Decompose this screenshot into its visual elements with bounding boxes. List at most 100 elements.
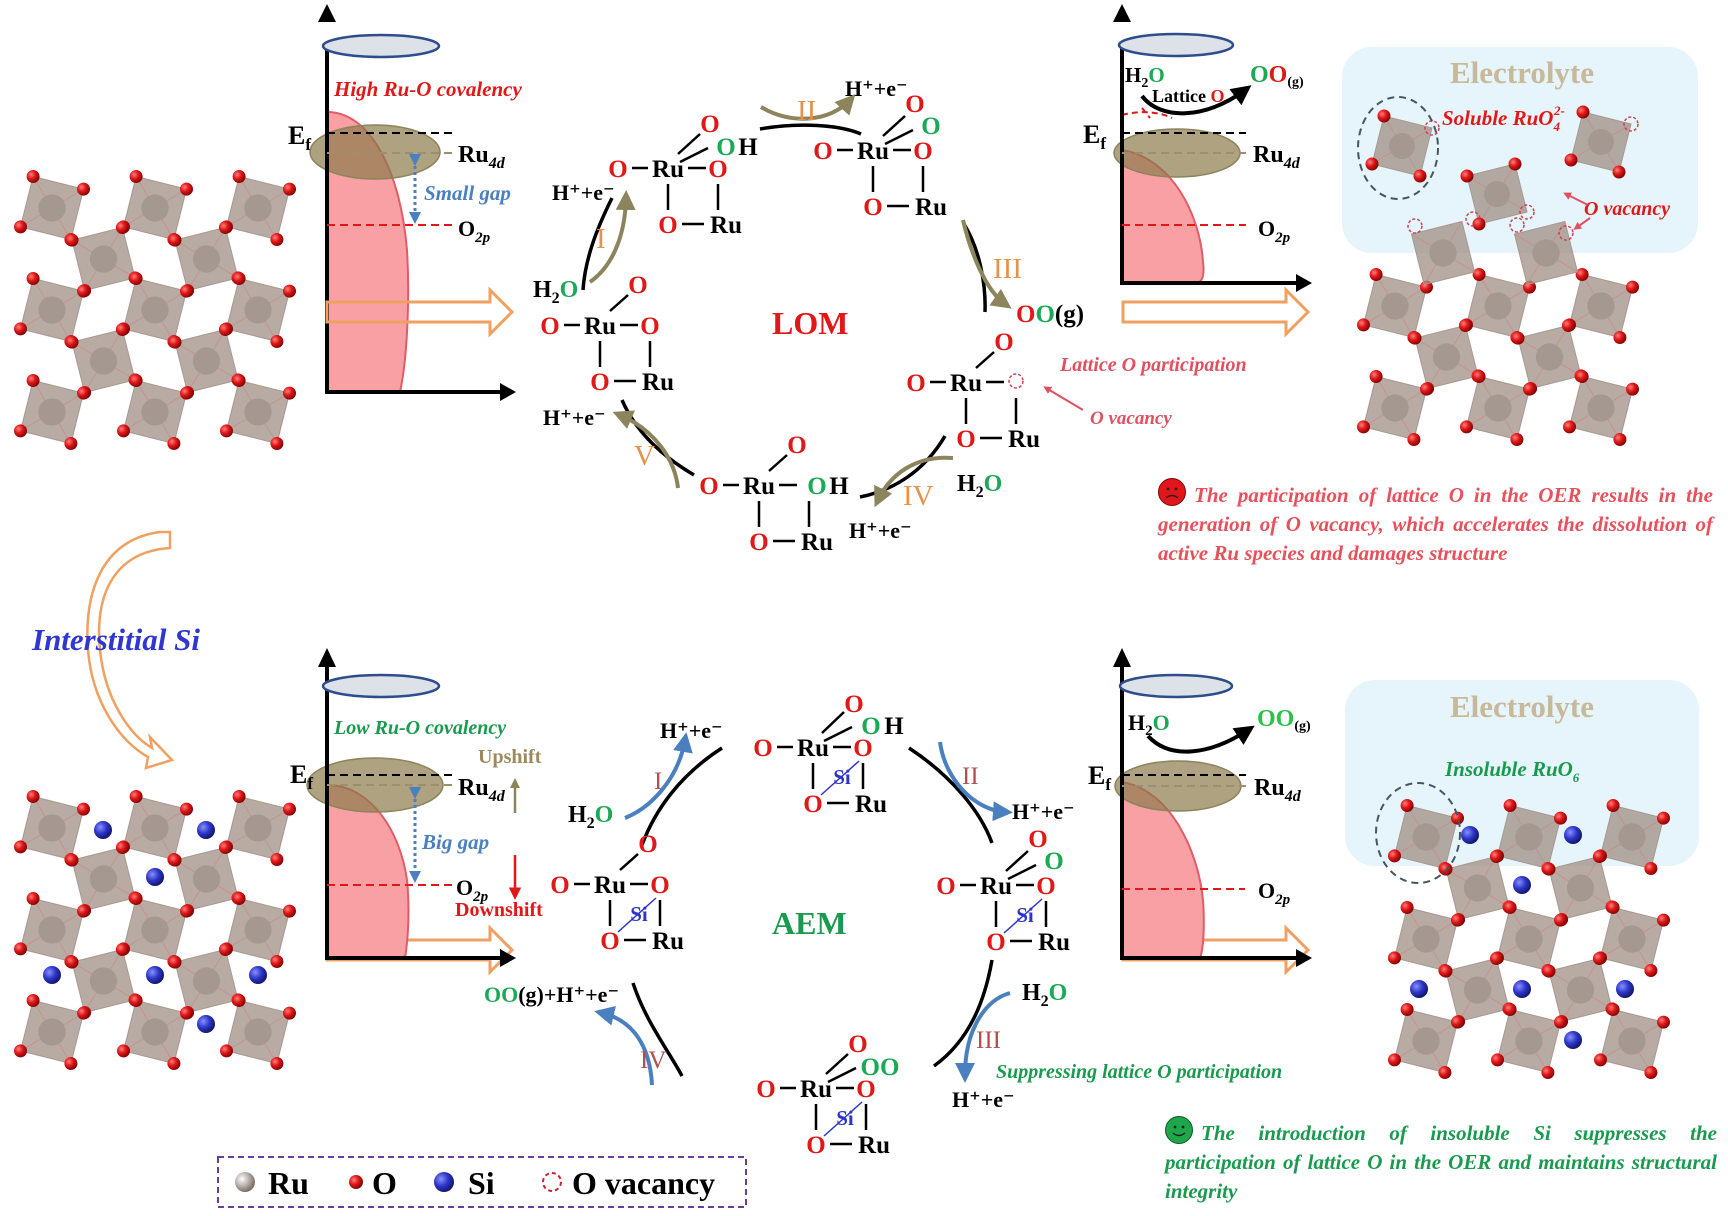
si-atom [1513, 980, 1531, 998]
o-atom [65, 955, 79, 969]
o-atom-label: O [650, 872, 669, 899]
bond [882, 115, 906, 137]
o-atom [1561, 319, 1575, 332]
vacancy-pointer-1 [1563, 192, 1589, 206]
o-atom [115, 221, 129, 234]
o-atom [270, 335, 284, 348]
o-atom [1626, 280, 1639, 294]
aem-cycle-arcs [631, 746, 994, 1077]
ru-atom-label: Ru [652, 156, 684, 183]
aem-step-4: IV [640, 1047, 666, 1074]
o-atom [14, 322, 27, 336]
vacancy-pointer-2 [1573, 217, 1591, 230]
o-atom-label: O [787, 432, 806, 459]
o-atom [283, 284, 296, 298]
bond [679, 146, 709, 164]
si-atom [1461, 826, 1479, 844]
high-covalency-label: High Ru-O covalency [333, 77, 522, 101]
aem-step-arrows [594, 732, 1013, 1086]
o-atom [1613, 433, 1627, 446]
o-atom [1511, 331, 1525, 345]
o-atom [1420, 382, 1433, 396]
o-atom [218, 221, 232, 234]
aem-step-1: I [654, 768, 662, 795]
lom-step-1: I [596, 223, 606, 255]
bond [827, 1066, 857, 1084]
o-atom [1472, 217, 1486, 231]
o-atom [1554, 1015, 1567, 1029]
atom-label: O [861, 713, 880, 740]
si-atom [249, 966, 267, 984]
lom-step-5: V [634, 440, 655, 472]
o-vacancy [1008, 373, 1024, 389]
legend-si-label: Si [468, 1165, 495, 1201]
o-atom-label: O [813, 138, 832, 165]
o-atom [1438, 1066, 1452, 1079]
bond [619, 853, 639, 871]
o-atom-label: O [921, 113, 940, 140]
ru-atom-label: Ru [652, 928, 684, 955]
o-atom [1489, 952, 1503, 965]
o-atom [1408, 331, 1422, 345]
ru-atom [89, 245, 118, 273]
o-atom-label: O [708, 156, 727, 183]
o-atom-label: O [1036, 873, 1055, 900]
ru-atom [1532, 239, 1560, 267]
interstitial-si-transition-arrow [86, 530, 175, 770]
ef-label-top-right: Ef [1083, 120, 1106, 153]
ru4d-label-top-left: Ru4d [458, 142, 506, 172]
ru-atom [38, 814, 66, 842]
o-atom [1563, 420, 1576, 434]
legend: Ru O Si O vacancy [217, 1156, 747, 1208]
o-atom [220, 424, 233, 438]
lom-oo-g: OO(g) [1016, 301, 1084, 328]
lom-h2o-1: H2O [533, 277, 578, 307]
ru-atom [1618, 925, 1646, 953]
si-atom [197, 821, 215, 839]
mouth [1165, 494, 1179, 499]
si-atom [43, 966, 61, 984]
legend-vacancy-circle [542, 1172, 562, 1192]
mouth [1172, 1132, 1186, 1137]
o-atom [1575, 370, 1589, 383]
insoluble-ruo6-label: Insoluble RuO6 [1444, 757, 1580, 785]
ef-label-top-left: Ef [288, 121, 311, 154]
o-atom-label: O [994, 329, 1013, 356]
o-atom-label: O [540, 313, 559, 340]
o-atom-label: O [756, 1076, 775, 1103]
h2o-bottom-right: H2O [1128, 710, 1170, 739]
aem-step-3: III [976, 1027, 1001, 1054]
o-atom [26, 994, 40, 1007]
ru-atom [1484, 394, 1512, 422]
ef-label-bottom-left: Ef [290, 760, 313, 793]
o-atom [168, 853, 182, 867]
lom-title: LOM [772, 305, 848, 341]
o-atom [14, 220, 27, 234]
h-atom-label: H [829, 473, 849, 500]
o-atom [129, 994, 143, 1007]
si-atom [146, 868, 164, 886]
o-atom [283, 1006, 296, 1020]
o-atom [26, 170, 40, 183]
o-atom [180, 284, 193, 298]
o-atom-label: O [699, 473, 718, 500]
ru-atom-label: Ru [800, 1076, 832, 1103]
oo-g-bottom-right: OO(g) [1257, 706, 1311, 734]
o-atom-label: O [658, 212, 677, 239]
o-atom [1626, 382, 1639, 396]
ru-atom [1515, 823, 1543, 851]
o-atom [167, 437, 181, 450]
o-atom [270, 233, 284, 246]
o-atom [232, 994, 246, 1007]
aem-h2o-3: H2O [1022, 980, 1067, 1010]
aem-conclusion-text: The introduction of insoluble Si suppres… [1165, 1121, 1717, 1203]
atom-label: H [738, 134, 758, 161]
o-atom [283, 802, 296, 816]
ru-atom-label: Ru [797, 735, 829, 762]
o-atom [65, 853, 79, 867]
aem-he-3: H⁺+e⁻ [952, 1087, 1015, 1112]
ru-atom [1412, 1027, 1440, 1055]
o-atom [1644, 862, 1658, 875]
o-atom-label: O [600, 928, 619, 955]
o-atom [283, 904, 296, 918]
